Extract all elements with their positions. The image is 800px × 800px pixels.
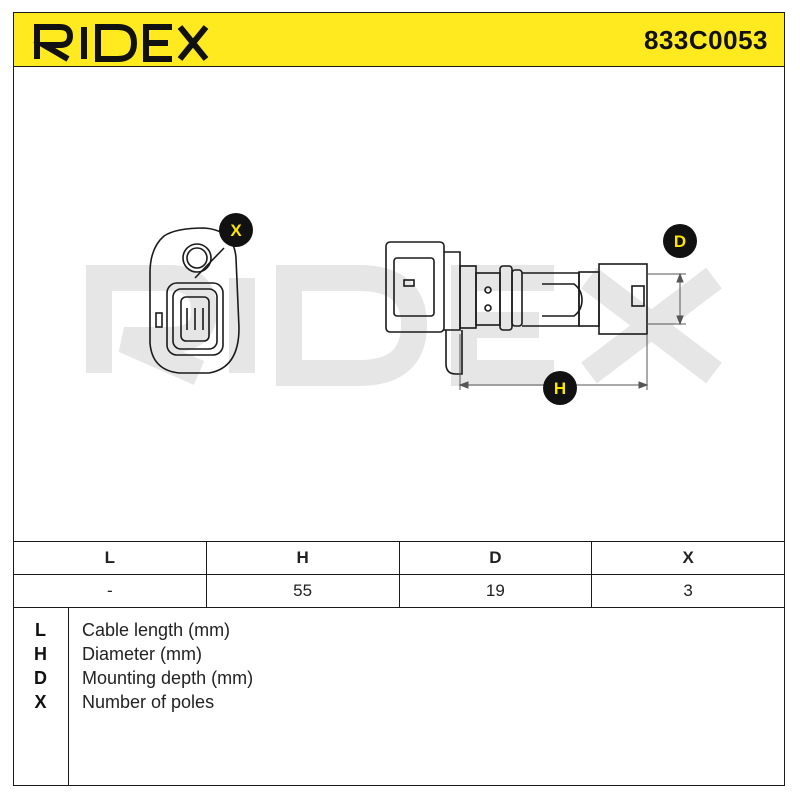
part-number: 833C0053 [644,25,768,55]
legend-panel: L Cable length (mm) H Diameter (mm) D Mo… [13,607,785,786]
header-bar: 833C0053 [13,12,785,67]
legend-row-d: D Mounting depth (mm) [13,668,785,692]
value-d: 19 [398,574,593,608]
column-header-l: L [13,541,207,575]
legend-divider [68,608,69,786]
legend-key: H [34,644,47,664]
value-x: 3 [591,574,785,608]
legend-row-h: H Diameter (mm) [13,644,785,668]
technical-drawing: X D H [86,213,722,405]
callout-x: X [219,213,253,247]
legend-key: X [34,692,47,712]
column-header-x: X [591,541,785,575]
connector-front-view [149,227,240,374]
dimensions-header-row: L H D X [13,541,785,575]
legend-row-l: L Cable length (mm) [13,620,785,644]
legend-row-x: X Number of poles [13,692,785,716]
legend-description: Diameter (mm) [82,644,202,664]
column-header-h: H [205,541,400,575]
dimensions-value-row: - 55 19 3 [13,574,785,608]
column-header-d: D [398,541,593,575]
callout-d: D [663,224,697,258]
callout-d-label: D [674,232,686,251]
sensor-side-view [385,241,648,375]
legend-description: Number of poles [82,692,215,712]
ridex-watermark [86,265,722,386]
dimensions-table: L H D X - 55 19 3 [13,541,785,608]
callout-x-label: X [230,221,242,240]
value-h: 55 [205,574,400,608]
legend-key: L [35,620,46,640]
legend-description: Cable length (mm) [82,620,231,640]
callout-h-label: H [554,379,566,398]
legend-description: Mounting depth (mm) [82,668,254,688]
value-l: - [13,574,207,608]
legend-key: D [34,668,47,688]
ridex-logo [32,24,209,62]
callout-h: H [543,371,577,405]
